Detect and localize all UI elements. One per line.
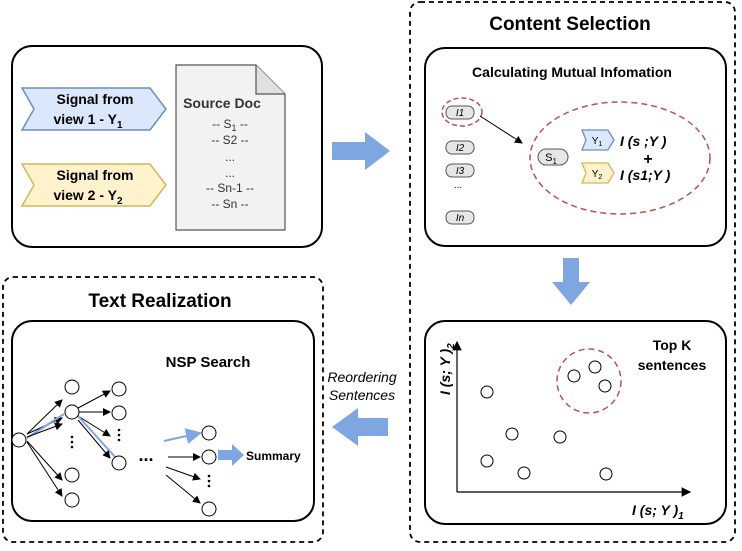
- scatter-point: [588, 360, 602, 374]
- nsp-node: [111, 455, 127, 471]
- signal-view1-line1: Signal from: [56, 91, 133, 107]
- scatter-point: [480, 454, 494, 468]
- s1-node-label: S1: [545, 152, 557, 166]
- summary-label: Summary: [246, 449, 301, 463]
- top-k-circle: [556, 348, 622, 414]
- source-doc-line-4: ...: [225, 166, 235, 180]
- signal-view2-line1: Signal from: [56, 167, 133, 183]
- scatter-points: [480, 360, 613, 481]
- nsp-edges: [26, 390, 201, 504]
- nsp-box: [11, 320, 315, 522]
- signal-view2-line2: view 2 - Y2: [53, 187, 123, 207]
- block-arrow-down: [552, 258, 590, 305]
- info-pill-2-label: I2: [456, 143, 465, 154]
- source-doc-fold: [255, 65, 285, 95]
- info-pill-1-label: I1: [456, 108, 464, 119]
- content-selection-panel: [409, 1, 736, 543]
- block-arrow-left: [332, 408, 388, 446]
- source-doc-line-3: ...: [225, 150, 235, 164]
- i1-to-s1-arrow: [479, 115, 523, 144]
- scatter-point: [480, 385, 494, 399]
- info-pill-2: [445, 140, 475, 155]
- source-doc-title: Source Doc: [183, 95, 261, 111]
- text-realization-title: Text Realization: [88, 291, 231, 312]
- mutual-info-box: [424, 47, 727, 247]
- y2-tag-label: Y2: [592, 169, 603, 181]
- y1-tag: [581, 129, 615, 151]
- signal-view2-tag: [20, 163, 167, 207]
- scatter-point: [598, 379, 612, 393]
- source-doc-line-5: -- Sn-1 --: [206, 181, 254, 195]
- x-axis-label: I (s; Y )1: [632, 502, 684, 522]
- nsp-title: NSP Search: [166, 354, 251, 371]
- source-doc-line-6: -- Sn --: [211, 197, 248, 211]
- mi-formula-2: I (s1;Y ): [620, 167, 671, 183]
- scatter-point: [517, 466, 531, 480]
- s1-node: [537, 148, 569, 166]
- info-pill-ellipsis: ...: [454, 180, 462, 191]
- block-arrow-right: [332, 132, 390, 170]
- i1-highlight-circle: [441, 97, 483, 127]
- nsp-node: [201, 501, 217, 517]
- signal-view1-tag: [20, 87, 167, 131]
- mutual-info-title: Calculating Mutual Infomation: [472, 64, 672, 80]
- reorder-line1: Reordering: [327, 369, 396, 385]
- source-doc-page: [175, 64, 286, 231]
- scatter-point: [505, 427, 519, 441]
- nsp-node: [64, 379, 80, 395]
- scatter-point: [599, 467, 613, 481]
- y1-tag-label: Y1: [592, 136, 603, 148]
- signal-view1-line2: view 1 - Y1: [53, 111, 123, 131]
- nsp-node: [201, 449, 217, 465]
- nsp-node: [64, 404, 80, 420]
- y2-tag: [581, 162, 615, 184]
- nsp-node: [201, 425, 217, 441]
- content-selection-title: Content Selection: [489, 14, 651, 35]
- nsp-horizontal-dots: ...: [138, 445, 153, 465]
- nsp-vertical-dots: [70, 428, 211, 488]
- mi-formula-1: I (s ;Y ): [620, 133, 667, 149]
- nsp-node: [64, 492, 80, 508]
- info-pill-n-label: In: [456, 213, 465, 224]
- mi-highlight-circle: [529, 101, 711, 215]
- y-axis-label: I (s; Y )2: [437, 343, 457, 395]
- nsp-node: [111, 381, 127, 397]
- scatter-box: [424, 320, 727, 525]
- info-pill-3-label: I3: [456, 166, 465, 177]
- scatter-point: [553, 430, 567, 444]
- info-pill-n: [445, 210, 475, 225]
- nsp-node: [64, 467, 80, 483]
- mi-plus: +: [643, 151, 652, 168]
- nsp-nodes: [11, 379, 217, 517]
- summary-arrow: [218, 444, 244, 466]
- scatter-point: [567, 369, 581, 383]
- nsp-node: [11, 432, 27, 448]
- top-k-line1: Top K: [653, 337, 692, 353]
- source-doc-line-1: -- S1 --: [212, 117, 248, 133]
- source-doc-line-2: -- S2 --: [211, 133, 248, 147]
- info-pill-3: [445, 163, 475, 178]
- top-k-line2: sentences: [638, 357, 707, 373]
- info-pill-1: [445, 105, 475, 120]
- nsp-node: [111, 405, 127, 421]
- reorder-line2: Sentences: [329, 387, 395, 403]
